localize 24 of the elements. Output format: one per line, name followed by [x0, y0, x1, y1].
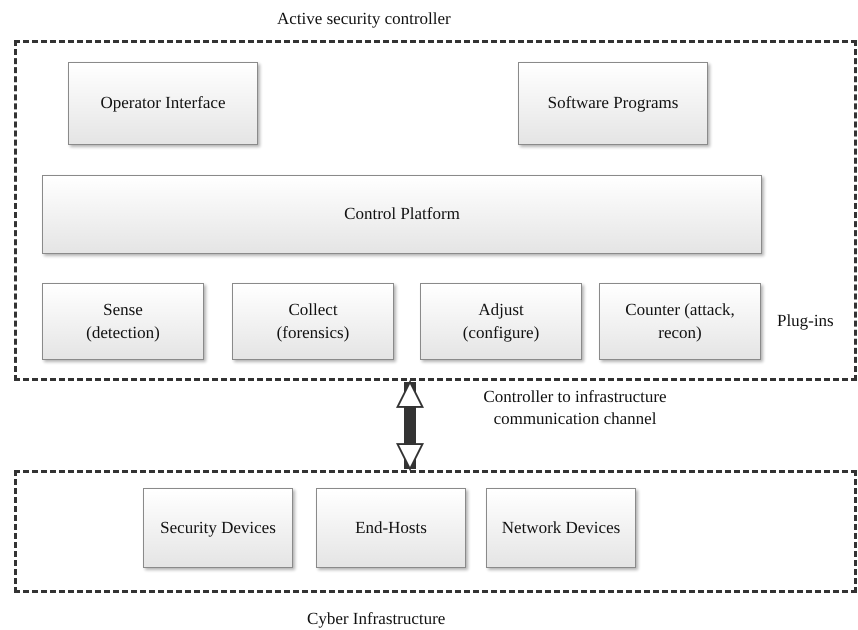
- box-label: Operator Interface: [100, 92, 226, 114]
- component-box: [518, 62, 708, 145]
- box-label: Sense (detection): [85, 299, 161, 344]
- component-box: [420, 283, 582, 360]
- box-label: Collect (forensics): [276, 299, 350, 344]
- component-box: [42, 283, 204, 360]
- component-box: [316, 488, 466, 568]
- component-box: [42, 175, 762, 254]
- box-label: Counter (attack, recon): [624, 299, 736, 344]
- group-title: Cyber Infrastructure: [307, 609, 446, 629]
- double-arrow: [396, 381, 424, 470]
- box-label: Adjust (configure): [462, 299, 540, 344]
- box-label: Network Devices: [502, 516, 620, 539]
- component-box: [143, 488, 293, 568]
- group-title: Active security controller: [277, 9, 451, 29]
- component-box: [599, 283, 761, 360]
- component-box: [68, 62, 258, 145]
- box-label: Control Platform: [344, 203, 460, 226]
- box-label: Software Programs: [548, 92, 678, 114]
- component-box: [232, 283, 394, 360]
- plug-ins-label: Plug-ins: [777, 311, 834, 331]
- box-label: Security Devices: [160, 516, 276, 539]
- box-label: End-Hosts: [355, 516, 427, 539]
- component-box: [486, 488, 636, 568]
